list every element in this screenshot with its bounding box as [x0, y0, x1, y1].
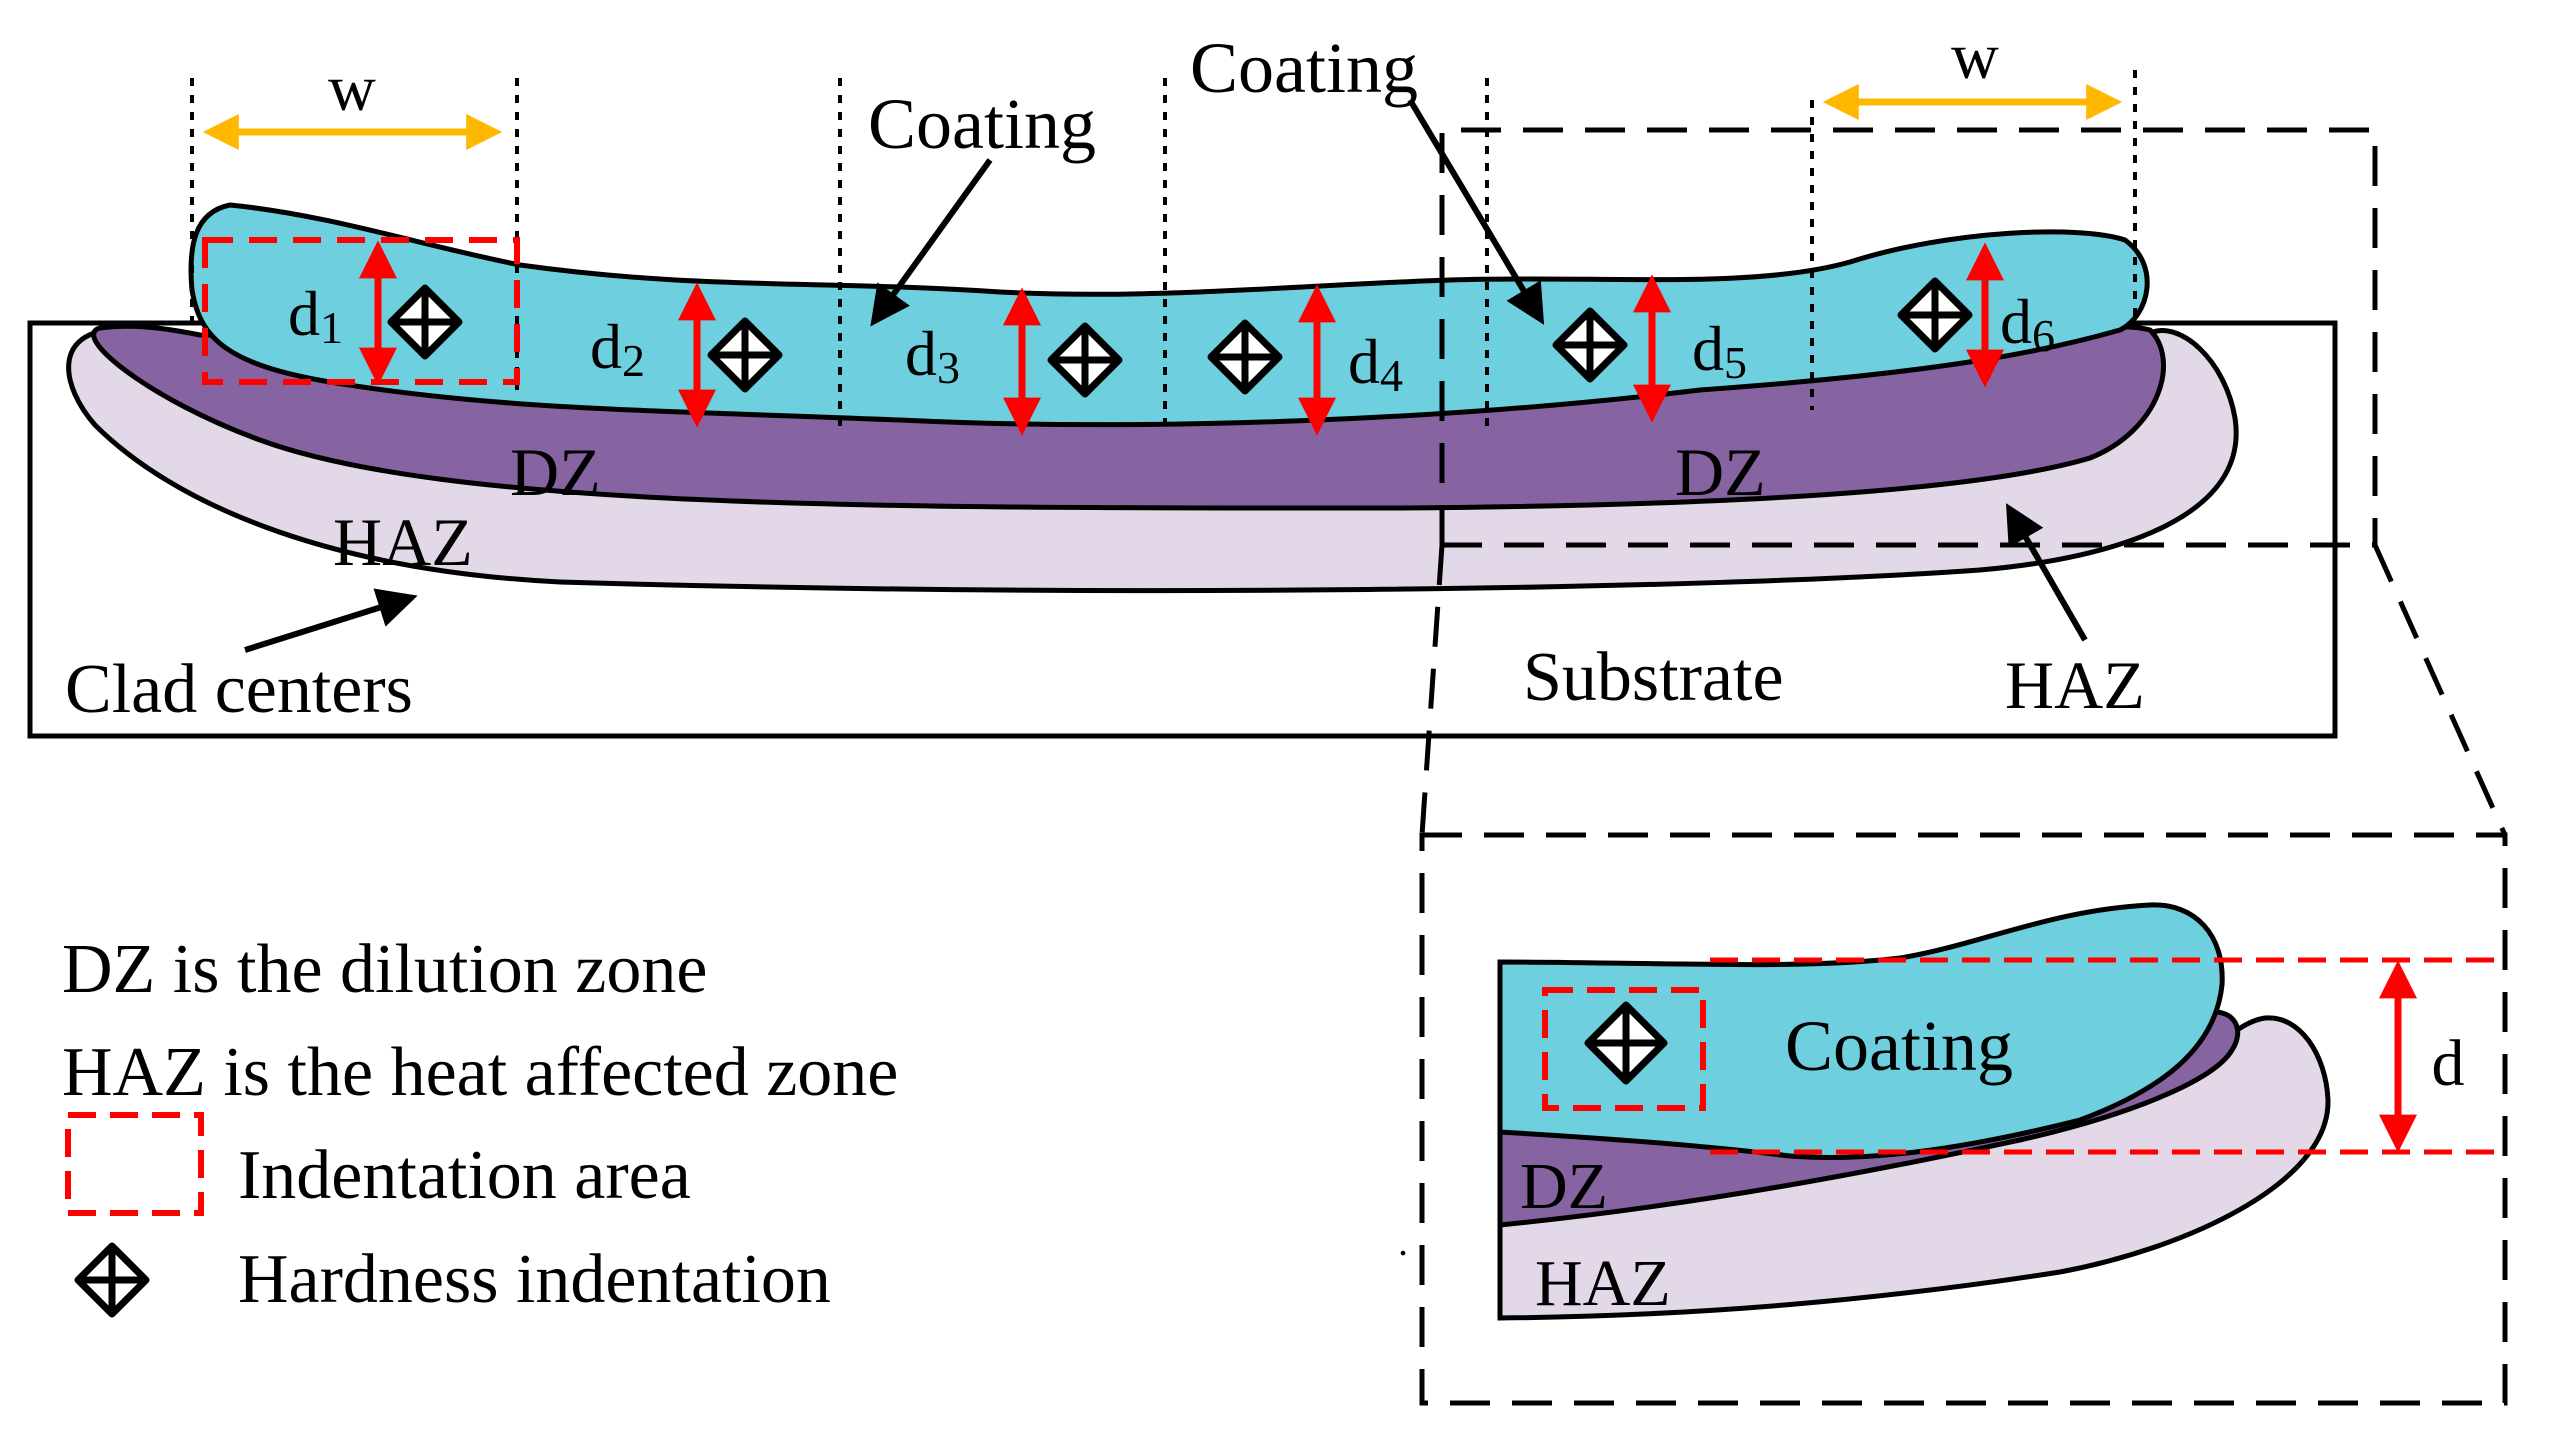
legend-indentation-area: Indentation area	[238, 1137, 691, 1214]
haz-label-right: HAZ	[2005, 647, 2145, 723]
depth-label-3: d3	[905, 318, 960, 393]
haz-pointer	[2006, 503, 2088, 642]
dz-label-inset: DZ	[1520, 1150, 1608, 1223]
dz-label-right: DZ	[1675, 434, 1766, 510]
indentation-area-main	[202, 237, 520, 385]
depth-label-4: d4	[1348, 326, 1403, 401]
width-label-right: w	[1951, 20, 1999, 93]
legend-dz-definition: DZ is the dilution zone	[62, 931, 707, 1008]
legend-haz-definition: HAZ is the heat affected zone	[62, 1034, 898, 1111]
substrate-label: Substrate	[1523, 639, 1784, 716]
coating-label-inset: Coating	[1785, 1006, 2013, 1086]
width-label-left: w	[328, 52, 376, 125]
haz-label-inset: HAZ	[1535, 1247, 1671, 1320]
coating-label-2: Coating	[1190, 28, 1418, 108]
hardness-indentation-icon	[387, 284, 463, 360]
depth-label-2: d2	[590, 311, 645, 386]
hardness-indentation-icon	[1207, 319, 1283, 395]
hardness-indentation-icon	[1897, 277, 1973, 353]
coating-label-1: Coating	[868, 84, 1096, 164]
hardness-indentation-icon	[707, 317, 783, 393]
hardness-indentation-icon	[1584, 1001, 1668, 1085]
legend-indentation-area-swatch	[65, 1112, 204, 1216]
depth-guides-inset	[1710, 957, 2495, 1155]
zoom-frame	[1419, 127, 2508, 1406]
legend-hardness-indentation: Hardness indentation	[238, 1241, 831, 1318]
indentation-area-inset	[1542, 987, 1706, 1111]
hardness-indentation-icon	[1047, 322, 1123, 398]
dz-label-left: DZ	[510, 434, 601, 510]
depth-label-6: d6	[2000, 286, 2055, 361]
legend-hardness-indentation-icon	[74, 1242, 150, 1318]
coating-pointer-1	[870, 158, 993, 327]
depth-label-inset: d	[2432, 1027, 2465, 1100]
depth-arrows	[359, 240, 2004, 436]
haz-label-left: HAZ	[333, 504, 473, 580]
hardness-indentation-icon	[1552, 307, 1628, 383]
stray-dot: .	[1398, 1219, 1408, 1264]
depth-label-5: d5	[1692, 313, 1747, 388]
depth-label-1: d1	[288, 278, 343, 353]
clad-centers-pointer	[244, 588, 418, 653]
clad-centers-label: Clad centers	[65, 651, 413, 728]
coating-pointer-2	[1407, 98, 1545, 325]
